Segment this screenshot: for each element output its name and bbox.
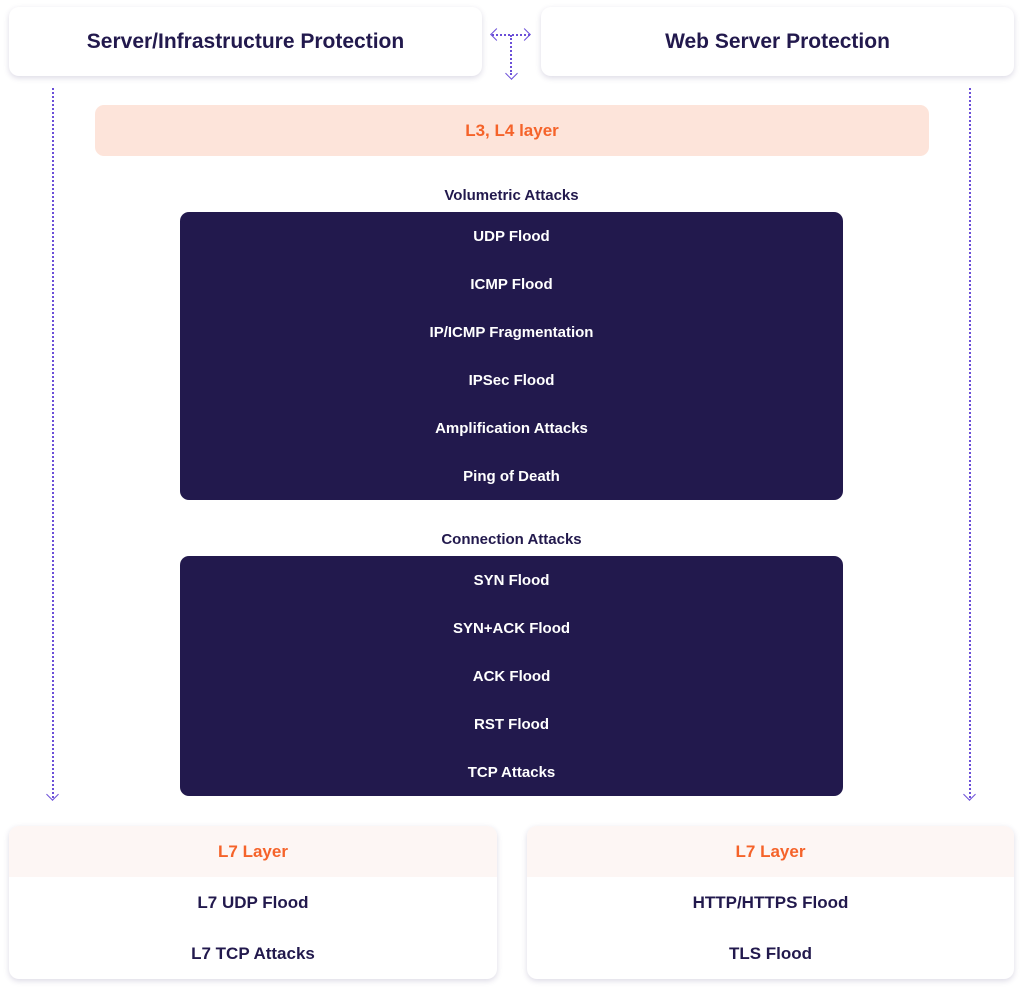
attack-item: Ping of Death (463, 468, 560, 485)
attack-item: ICMP Flood (470, 276, 553, 293)
attack-item: TCP Attacks (467, 764, 556, 781)
attack-item: ACK Flood (472, 668, 551, 685)
l7-layer-server-card: L7 Layer L7 UDP Flood L7 TCP Attacks (9, 826, 497, 979)
attack-item: TLS Flood (728, 943, 813, 963)
attack-item: UDP Flood (473, 228, 550, 245)
left-flow-line (52, 88, 54, 798)
card-title: Web Server Protection (665, 29, 890, 53)
connection-attacks-heading: Connection Attacks (441, 531, 582, 548)
attack-item: IP/ICMP Fragmentation (429, 324, 594, 341)
attack-item: L7 TCP Attacks (191, 943, 315, 963)
attack-item: IPSec Flood (468, 372, 555, 389)
banner-label: L3, L4 layer (465, 120, 559, 140)
web-server-protection-card: Web Server Protection (541, 7, 1014, 76)
l7-layer-header: L7 Layer (9, 826, 497, 877)
connection-attacks-box: SYN Flood SYN+ACK Flood ACK Flood RST Fl… (180, 556, 843, 796)
l7-layer-web-card: L7 Layer HTTP/HTTPS Flood TLS Flood (527, 826, 1014, 979)
attack-item: Amplification Attacks (435, 420, 588, 437)
down-arrow-icon (46, 788, 59, 801)
volumetric-attacks-heading: Volumetric Attacks (444, 187, 579, 204)
right-flow-line (969, 88, 971, 798)
attack-item: SYN Flood (473, 572, 550, 589)
l3-l4-layer-banner: L3, L4 layer (95, 105, 929, 156)
l7-layer-header: L7 Layer (527, 826, 1014, 877)
volumetric-attacks-box: UDP Flood ICMP Flood IP/ICMP Fragmentati… (180, 212, 843, 500)
down-arrow-icon (963, 788, 976, 801)
attack-item: HTTP/HTTPS Flood (692, 892, 849, 912)
attack-item: RST Flood (474, 716, 549, 733)
card-title: Server/Infrastructure Protection (86, 29, 405, 53)
server-infrastructure-protection-card: Server/Infrastructure Protection (9, 7, 482, 76)
attack-item: L7 UDP Flood (197, 892, 309, 912)
attack-item: SYN+ACK Flood (452, 620, 571, 637)
